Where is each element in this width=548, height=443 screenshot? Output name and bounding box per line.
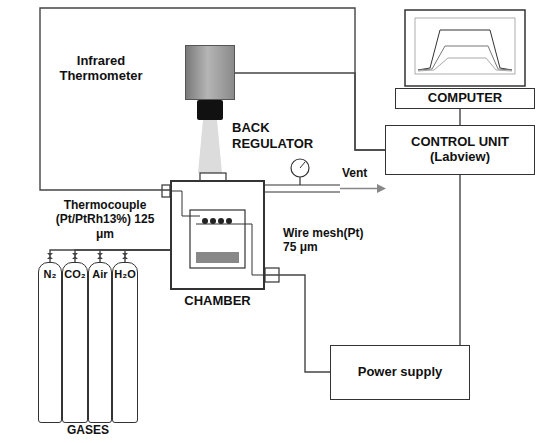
control-unit-box: CONTROL UNIT (Labview) xyxy=(385,125,535,175)
gases-label: GASES xyxy=(38,423,138,437)
sample-particle xyxy=(202,218,208,224)
node-text: CHAMBER xyxy=(172,294,263,309)
connector-line xyxy=(265,275,330,372)
node-text: H₂O xyxy=(114,268,135,422)
chart-curve xyxy=(418,30,512,70)
node-text: N₂ xyxy=(44,268,57,422)
wire-mesh xyxy=(196,223,240,224)
connector-line xyxy=(459,109,460,125)
infrared-thermometer: Infrared Thermometer xyxy=(185,45,235,100)
connector-line xyxy=(125,250,170,262)
node-text: CO₂ xyxy=(64,268,85,422)
regulator-label: BACK REGULATOR xyxy=(232,120,322,151)
gauge-needle xyxy=(300,162,305,168)
power-supply-box: Power supply xyxy=(330,345,470,400)
vent-pipe xyxy=(265,191,340,192)
computer-box: COMPUTER xyxy=(395,88,535,109)
chart-frame xyxy=(415,18,515,74)
gas-cylinder: N₂ xyxy=(38,262,62,423)
gauge-stem xyxy=(299,177,300,185)
gas-cylinder: Air xyxy=(88,262,112,423)
sample-holder xyxy=(190,210,245,268)
reaction-chamber: CHAMBER xyxy=(170,180,265,290)
sample-particle xyxy=(226,218,232,224)
vent-label: Vent xyxy=(342,166,382,180)
gas-cylinder: H₂O xyxy=(112,262,138,423)
holder-base xyxy=(196,252,239,263)
node-text: CONTROL UNIT (Labview) xyxy=(394,135,526,165)
thermocouple-feedthrough xyxy=(162,185,170,197)
sample-particle xyxy=(218,218,224,224)
computer-screen xyxy=(405,10,525,86)
connector-line xyxy=(40,8,385,190)
vent-arrow xyxy=(340,188,378,190)
pressure-gauge xyxy=(291,159,309,177)
connector-line xyxy=(459,175,460,345)
connector-line xyxy=(50,250,170,262)
connector-line xyxy=(100,250,170,262)
gas-cylinder: CO₂ xyxy=(62,262,88,423)
node-text: Power supply xyxy=(358,365,443,380)
thermometer-lens xyxy=(197,100,223,120)
connector-line xyxy=(75,250,170,262)
sample-particle xyxy=(210,218,216,224)
infrared-beam xyxy=(198,120,222,173)
node-text: Infrared Thermometer xyxy=(51,54,151,84)
vent-arrowhead xyxy=(377,184,386,193)
vent-pipe xyxy=(265,184,340,185)
chart-curve xyxy=(418,46,512,70)
thermocouple-wire xyxy=(170,191,200,216)
electrode-wire xyxy=(240,224,265,275)
node-text: Air xyxy=(92,268,107,422)
wire-mesh-label: Wire mesh(Pt) 75 μm xyxy=(283,226,378,255)
chart-curve xyxy=(418,58,512,71)
thermocouple-label: Thermocouple (Pt/PtRh13%) 125 μm xyxy=(55,198,155,241)
node-text: COMPUTER xyxy=(428,91,502,106)
